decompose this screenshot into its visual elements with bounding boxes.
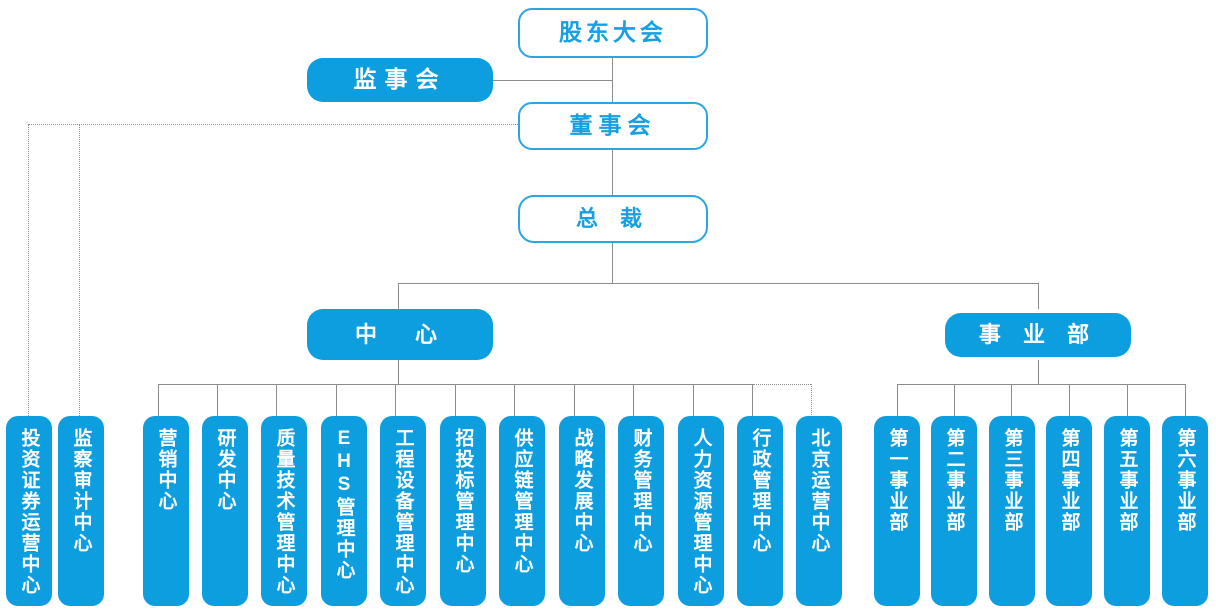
node-label: 事 业 部 — [978, 322, 1098, 348]
node-investment-securities-operations-center[interactable]: 投资证券运营中心 — [6, 416, 52, 606]
node-label: 工程设备管理中心 — [392, 428, 414, 596]
node-marketing-center[interactable]: 营销中心 — [143, 416, 189, 606]
connector-drop-center-7 — [514, 384, 515, 417]
connector-president-down — [612, 243, 613, 284]
connector-drop-center-4 — [336, 384, 337, 417]
node-label: 战略发展中心 — [571, 428, 593, 554]
node-label: 第一事业部 — [886, 428, 908, 533]
connector-drop-unit-1 — [897, 384, 898, 417]
connector-center-down — [398, 360, 399, 385]
connector-units-down — [1038, 360, 1039, 385]
node-label: 股东大会 — [559, 19, 667, 46]
node-label: 中 心 — [354, 321, 445, 347]
connector-split-to-units — [1038, 283, 1039, 309]
connector-supervisors-to-trunk — [493, 80, 613, 81]
node-business-unit-3[interactable]: 第三事业部 — [989, 416, 1035, 606]
connector-drop-center-2 — [217, 384, 218, 417]
connector-drop-center-8 — [574, 384, 575, 417]
connector-drop-center-3 — [276, 384, 277, 417]
connector-units-bar — [897, 384, 1185, 385]
connector-shareholders-to-board — [612, 58, 613, 104]
connector-dotted-drop-audit — [79, 124, 80, 416]
connector-drop-unit-5 — [1127, 384, 1128, 417]
connector-drop-center-6 — [455, 384, 456, 417]
node-business-unit-5[interactable]: 第五事业部 — [1104, 416, 1150, 606]
node-label: 第二事业部 — [943, 428, 965, 533]
node-label: 第四事业部 — [1058, 428, 1080, 533]
node-rnd-center[interactable]: 研发中心 — [202, 416, 248, 606]
node-group-center[interactable]: 中 心 — [307, 309, 493, 360]
connector-drop-center-9 — [633, 384, 634, 417]
connector-center-bar-dotted-extension — [753, 384, 811, 385]
node-ehs-management-center[interactable]: EHS管理中心 — [321, 416, 367, 606]
node-label: 人力资源管理中心 — [690, 428, 712, 596]
node-label: 第三事业部 — [1001, 428, 1023, 533]
node-business-unit-4[interactable]: 第四事业部 — [1046, 416, 1092, 606]
node-label: 行政管理中心 — [749, 428, 771, 554]
connector-president-split-bar — [398, 283, 1039, 284]
node-strategic-development-center[interactable]: 战略发展中心 — [559, 416, 605, 606]
node-engineering-equipment-management-center[interactable]: 工程设备管理中心 — [380, 416, 426, 606]
node-board-of-supervisors[interactable]: 监事会 — [307, 58, 493, 102]
node-label: 监事会 — [353, 66, 447, 93]
connector-dotted-drop-investment — [28, 124, 29, 416]
connector-split-to-center — [398, 283, 399, 309]
connector-drop-unit-3 — [1011, 384, 1012, 417]
connector-board-dotted-bar — [28, 124, 518, 125]
node-group-business-units[interactable]: 事 业 部 — [945, 313, 1131, 357]
node-label: 投资证券运营中心 — [18, 428, 40, 596]
node-business-unit-2[interactable]: 第二事业部 — [931, 416, 977, 606]
node-label: 总 裁 — [575, 206, 651, 232]
node-label: 研发中心 — [214, 428, 236, 512]
node-administrative-management-center[interactable]: 行政管理中心 — [737, 416, 783, 606]
node-president[interactable]: 总 裁 — [518, 195, 708, 243]
node-label: 监察审计中心 — [70, 428, 92, 554]
node-label: 北京运营中心 — [808, 428, 830, 554]
node-business-unit-6[interactable]: 第六事业部 — [1162, 416, 1208, 606]
node-label: 第五事业部 — [1116, 428, 1138, 533]
connector-drop-unit-2 — [954, 384, 955, 417]
node-financial-management-center[interactable]: 财务管理中心 — [618, 416, 664, 606]
node-label: 第六事业部 — [1174, 428, 1196, 533]
node-inspection-audit-center[interactable]: 监察审计中心 — [58, 416, 104, 606]
node-label: 质量技术管理中心 — [273, 428, 295, 596]
node-label: 财务管理中心 — [630, 428, 652, 554]
node-board-of-directors[interactable]: 董事会 — [518, 102, 708, 150]
node-label: 招投标管理中心 — [452, 428, 474, 575]
node-beijing-operations-center[interactable]: 北京运营中心 — [796, 416, 842, 606]
connector-drop-center-1 — [158, 384, 159, 417]
connector-board-to-president — [612, 150, 613, 195]
node-label: EHS管理中心 — [333, 428, 355, 581]
node-shareholders-meeting[interactable]: 股东大会 — [518, 8, 708, 58]
connector-drop-center-5 — [395, 384, 396, 417]
connector-drop-unit-4 — [1069, 384, 1070, 417]
node-label: 董事会 — [569, 112, 657, 139]
node-supply-chain-management-center[interactable]: 供应链管理中心 — [499, 416, 545, 606]
node-bidding-management-center[interactable]: 招投标管理中心 — [440, 416, 486, 606]
connector-drop-unit-6 — [1185, 384, 1186, 417]
node-label: 供应链管理中心 — [511, 428, 533, 575]
node-business-unit-1[interactable]: 第一事业部 — [874, 416, 920, 606]
node-label: 营销中心 — [155, 428, 177, 512]
node-quality-technology-management-center[interactable]: 质量技术管理中心 — [261, 416, 307, 606]
node-human-resources-management-center[interactable]: 人力资源管理中心 — [678, 416, 724, 606]
connector-drop-center-11 — [752, 384, 753, 417]
connector-drop-center-10 — [693, 384, 694, 417]
connector-drop-center-12-dotted — [811, 384, 812, 417]
